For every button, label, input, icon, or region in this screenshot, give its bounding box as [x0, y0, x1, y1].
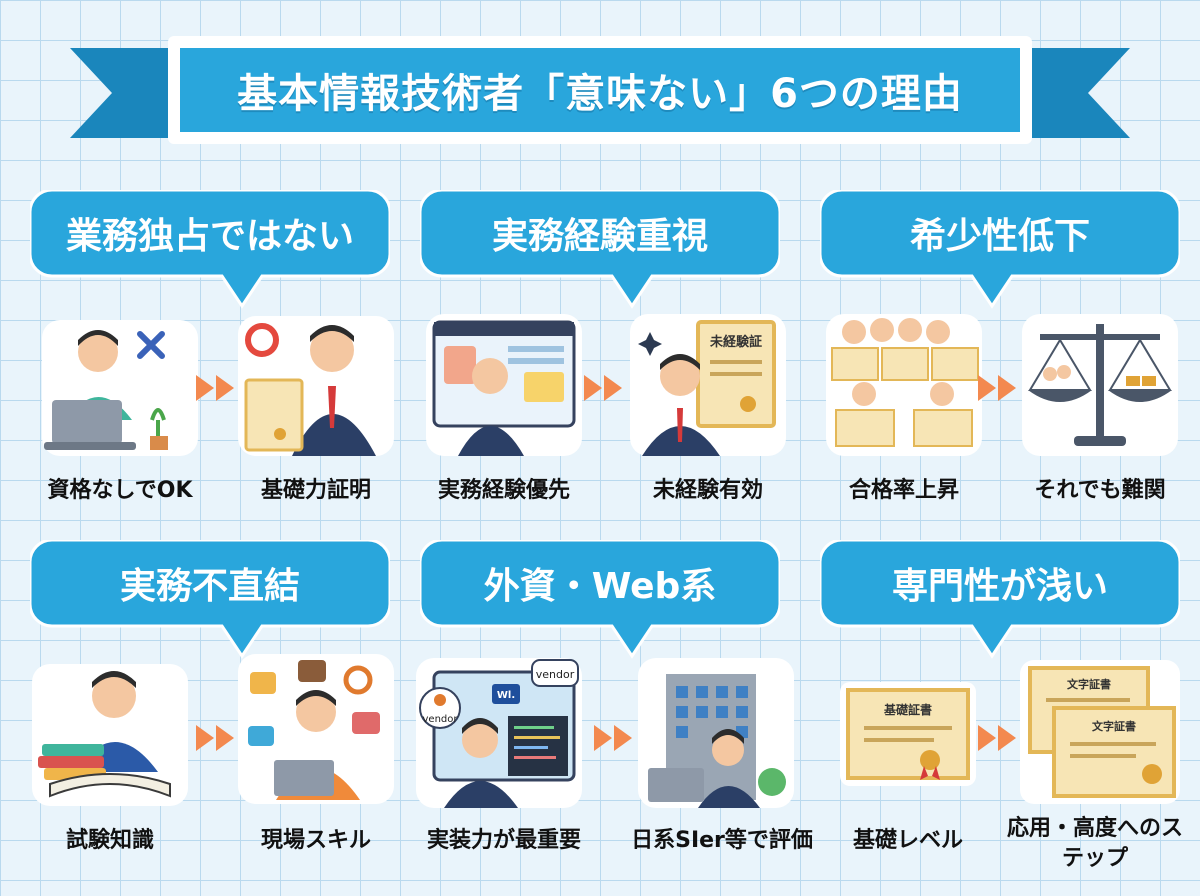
certificate-icon: 基礎証書	[840, 682, 976, 786]
reason-4-right-caption: 現場スキル	[260, 828, 371, 853]
reason-4-heading-bubble: 実務不直結	[28, 538, 392, 660]
camera-icon	[248, 726, 274, 746]
reason-4-illustration-studying	[30, 660, 190, 810]
reason-1-right-caption: 基礎力証明	[260, 478, 371, 503]
vendor-circle-text: vendor	[423, 714, 459, 725]
reason-6-illustration-advanced-certificates: 文字証書 文字証書	[1018, 658, 1182, 808]
certificate-icon	[244, 378, 304, 452]
scale-icon	[1022, 314, 1178, 456]
reason-6-right-certificate-text-a: 文字証書	[1067, 677, 1111, 691]
folder-icon	[250, 672, 276, 694]
reason-2-heading: 実務経験重視	[491, 216, 708, 257]
reason-1-arrow	[196, 375, 240, 401]
reason-3-arrow	[978, 375, 1022, 401]
reason-6-heading: 専門性が浅い	[891, 566, 1108, 607]
reason-5-left-caption: 実装力が最重要	[426, 828, 581, 853]
reason-2-illustration-web-screen	[424, 310, 584, 460]
reason-6-right-caption: 応用・高度へのステップ	[1006, 816, 1183, 871]
reason-6-right-certificate-text-b: 文字証書	[1092, 719, 1136, 733]
reason-3-illustration-scale	[1020, 310, 1180, 460]
sparkle-icon	[638, 332, 662, 356]
certificate-icon: 文字証書 文字証書	[1020, 660, 1180, 804]
reason-5-illustration-office-building	[636, 656, 796, 808]
reason-1-heading-bubble: 業務独占ではない	[28, 188, 392, 310]
gear-icon	[343, 665, 373, 695]
reason-6-heading-bubble: 専門性が浅い	[818, 538, 1182, 660]
title-banner: 基本情報技術者「意味ない」6つの理由	[0, 0, 1200, 180]
reason-5-arrow	[594, 725, 638, 751]
reason-4-illustration-workplace-skill	[236, 650, 396, 804]
books-icon	[32, 664, 188, 806]
reason-1-illustration-person-laptop	[40, 310, 200, 460]
vendor-bubble-text: vendor	[536, 668, 575, 681]
reason-3-heading-bubble: 希少性低下	[818, 188, 1182, 310]
reason-3-illustration-crowd	[824, 310, 984, 460]
reason-4-heading: 実務不直結	[119, 566, 300, 607]
wl-logo-text: Wl.	[497, 690, 515, 701]
reason-4-left-caption: 試験知識	[65, 828, 154, 853]
reason-5-illustration-coding: vendor Wl. vendor	[414, 656, 582, 808]
reason-3-heading: 希少性低下	[909, 216, 1090, 257]
reason-5-right-caption: 日系SIer等で評価	[631, 828, 813, 853]
reason-2-left-caption: 実務経験優先	[437, 478, 570, 503]
reason-2-illustration-certified-person: 未経験証	[628, 310, 788, 460]
reason-2-arrow	[584, 375, 628, 401]
circle-mark-icon	[245, 323, 279, 357]
building-icon	[638, 658, 794, 808]
reason-6-left-certificate-text: 基礎証書	[883, 702, 932, 717]
reason-6-arrow	[978, 725, 1022, 751]
reason-4-arrow	[196, 725, 240, 751]
reason-1-illustration-certified-person	[236, 310, 396, 460]
laptop-icon	[274, 760, 334, 796]
reason-3-left-caption: 合格率上昇	[848, 478, 959, 503]
reason-1-left-caption: 資格なしでOK	[47, 478, 193, 503]
briefcase-icon	[298, 660, 326, 682]
reason-2-certificate-text: 未経験証	[709, 334, 762, 350]
reason-5-heading-bubble: 外資・Web系	[418, 538, 782, 660]
reason-2-right-caption: 未経験有効	[652, 478, 763, 503]
laptop-icon	[648, 768, 704, 802]
reason-1-heading: 業務独占ではない	[65, 216, 354, 257]
cross-mark-icon	[137, 331, 165, 359]
reason-3-right-caption: それでも難関	[1034, 478, 1166, 503]
reason-2-heading-bubble: 実務経験重視	[418, 188, 782, 310]
page-title: 基本情報技術者「意味ない」6つの理由	[237, 71, 963, 117]
reason-5-heading: 外資・Web系	[483, 566, 717, 607]
reason-6-left-caption: 基礎レベル	[852, 828, 963, 853]
reason-6-illustration-basic-certificate: 基礎証書	[838, 680, 978, 790]
